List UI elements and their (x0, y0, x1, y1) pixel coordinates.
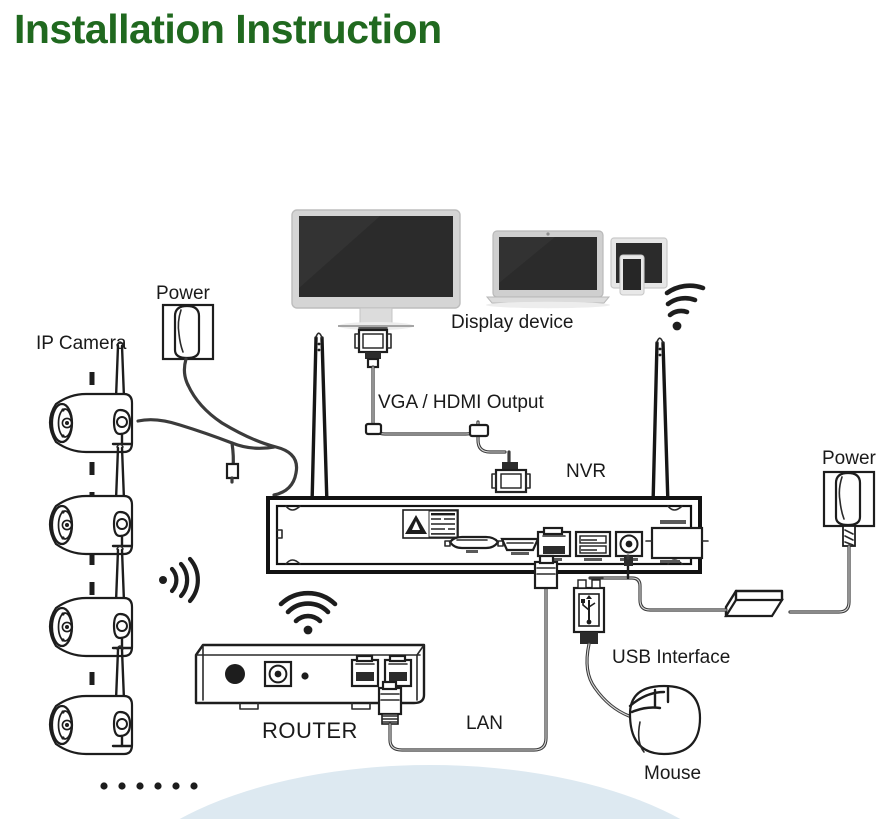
vga-connector-bottom (491, 450, 531, 494)
ip-camera-2[interactable] (48, 443, 134, 556)
background-accent-arc (179, 765, 681, 819)
label-mouse: Mouse (644, 763, 702, 784)
usb-cable (585, 642, 631, 718)
router-led (301, 672, 309, 680)
power-cable-camera (136, 383, 299, 497)
nvr-antenna-left (310, 332, 329, 507)
router-lan-port-1[interactable] (350, 654, 380, 688)
ip-camera-3[interactable] (48, 545, 134, 658)
label-router: ROUTER (262, 718, 358, 743)
power-adapter-right[interactable] (822, 470, 876, 547)
power-cable-nvr (588, 544, 851, 618)
label-display-device: Display device (451, 312, 574, 333)
usb-connector (572, 579, 606, 644)
wifi-icon-camera (159, 556, 200, 604)
warning-label (402, 509, 459, 539)
power-switch[interactable] (645, 520, 709, 563)
page-title: Installation Instruction (14, 6, 442, 52)
label-power-left: Power (156, 283, 210, 304)
wifi-icon-nvr (664, 283, 706, 331)
label-ip-camera: IP Camera (36, 333, 127, 354)
monitor[interactable] (291, 209, 461, 330)
nvr[interactable] (266, 496, 709, 574)
power-brick (724, 589, 784, 618)
label-usb-interface: USB Interface (612, 647, 731, 668)
ip-camera-4[interactable] (48, 645, 134, 756)
vga-port[interactable] (444, 535, 504, 553)
lan-cable (377, 554, 559, 752)
tablet-and-phone[interactable] (610, 237, 668, 296)
label-power-right: Power (822, 448, 876, 469)
wifi-icon-router (278, 590, 338, 635)
label-vga-hdmi-output: VGA / HDMI Output (378, 392, 544, 413)
laptop[interactable] (485, 230, 611, 309)
power-adapter-left[interactable] (161, 303, 215, 387)
vga-hdmi-cable (364, 365, 507, 454)
router-button (225, 664, 245, 684)
router[interactable] (194, 643, 426, 710)
ip-camera-1[interactable] (48, 341, 134, 454)
usb-trident-icon (581, 595, 596, 625)
label-lan: LAN (466, 713, 503, 734)
hdmi-port[interactable] (500, 537, 540, 555)
mouse[interactable] (628, 684, 702, 756)
nvr-antenna-right (651, 337, 670, 507)
usb-ports[interactable] (574, 530, 612, 561)
label-nvr: NVR (566, 461, 607, 482)
vga-connector-top (354, 327, 392, 369)
